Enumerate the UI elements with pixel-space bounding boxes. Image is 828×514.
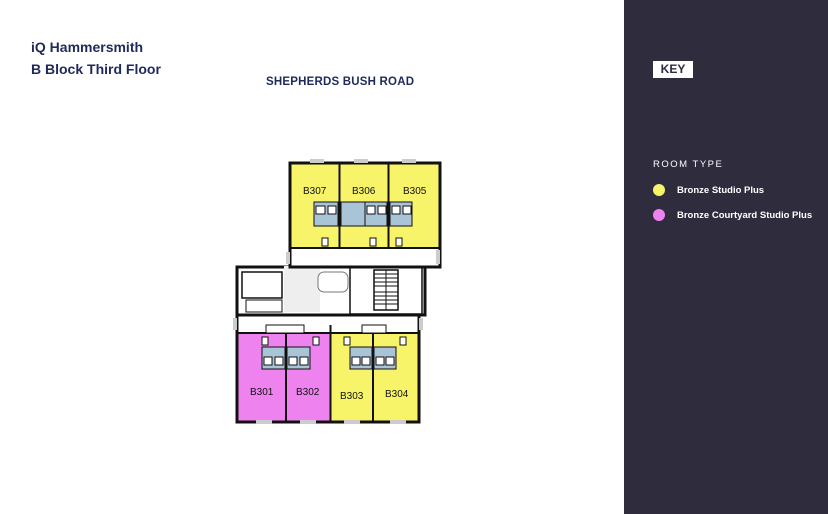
swatch-pink	[653, 209, 665, 221]
room-label-b302: B302	[296, 387, 320, 398]
key-item-label: Bronze Courtyard Studio Plus	[677, 209, 813, 221]
key-item-label: Bronze Studio Plus	[677, 184, 765, 196]
room-label-b304: B304	[385, 389, 409, 400]
road-label: SHEPHERDS BUSH ROAD	[266, 76, 415, 88]
room-b301	[238, 333, 286, 421]
bottom-block	[233, 313, 423, 424]
staircase	[373, 269, 399, 311]
floor-plan: B307 B306 B305 B301 B302 B303 B304	[233, 159, 442, 424]
key-heading: ROOM TYPE	[653, 159, 724, 170]
room-b303	[331, 333, 373, 421]
room-label-b306: B306	[352, 186, 376, 197]
room-labels: B307 B306 B305 B301 B302 B303 B304	[250, 186, 427, 402]
key-item-bronze-courtyard-studio-plus: Bronze Courtyard Studio Plus	[653, 209, 812, 221]
room-b302	[287, 333, 330, 421]
top-block	[286, 159, 442, 269]
room-label-b301: B301	[250, 387, 274, 398]
core-circulation	[235, 265, 427, 317]
room-label-b305: B305	[403, 186, 427, 197]
building-title: iQ Hammersmith	[31, 39, 144, 55]
swatch-yellow	[653, 184, 665, 196]
key-item-bronze-studio-plus: Bronze Studio Plus	[653, 184, 764, 196]
floor-title: B Block Third Floor	[31, 61, 161, 77]
key-badge: KEY	[653, 61, 693, 78]
key-panel: KEY ROOM TYPE Bronze Studio Plus Bronze …	[624, 0, 828, 514]
room-label-b303: B303	[340, 391, 364, 402]
room-label-b307: B307	[303, 186, 327, 197]
room-b304	[374, 333, 418, 421]
